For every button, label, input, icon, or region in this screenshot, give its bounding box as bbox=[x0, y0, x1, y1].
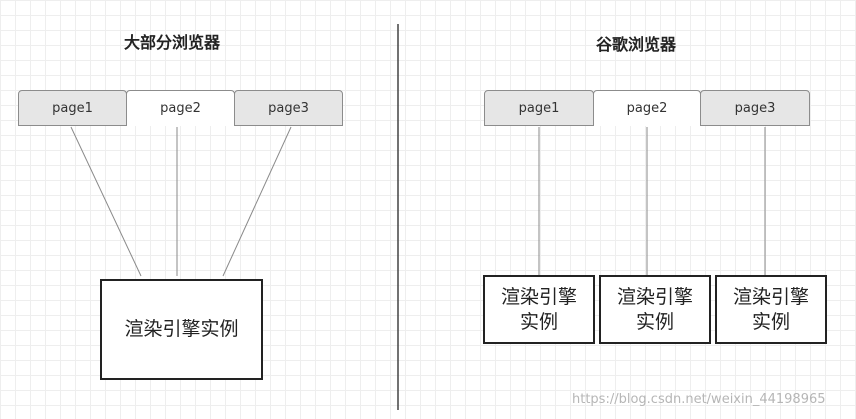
tab-label: page3 bbox=[268, 100, 309, 116]
tab-label: page3 bbox=[734, 100, 776, 116]
engine-label: 渲染引擎实例 bbox=[500, 285, 577, 333]
right-panel-title: 谷歌浏览器 bbox=[596, 35, 677, 54]
engine-label: 渲染引擎实例 bbox=[732, 285, 809, 333]
tab-label: page1 bbox=[518, 100, 560, 116]
left-tab-page3: page3 bbox=[234, 90, 343, 126]
right-tab-page2: page2 bbox=[593, 90, 701, 126]
tab-label: page1 bbox=[52, 100, 93, 116]
tab-label: page2 bbox=[626, 101, 668, 116]
engine-label: 渲染引擎实例 bbox=[124, 318, 239, 340]
right-render-engine-instance-1: 渲染引擎实例 bbox=[483, 275, 595, 344]
left-render-engine-instance: 渲染引擎实例 bbox=[100, 279, 263, 380]
connector-page1-to-engine bbox=[70, 126, 142, 277]
right-tab-page1: page1 bbox=[484, 90, 594, 126]
watermark-text: https://blog.csdn.net/weixin_44198965 bbox=[572, 392, 826, 407]
connector-page3-to-engine bbox=[222, 126, 292, 277]
engine-label: 渲染引擎实例 bbox=[616, 285, 693, 333]
tab-label: page2 bbox=[160, 101, 201, 116]
right-tab-page3: page3 bbox=[700, 90, 810, 126]
right-render-engine-instance-2: 渲染引擎实例 bbox=[599, 275, 711, 344]
left-tab-page1: page1 bbox=[18, 90, 127, 126]
left-tab-page2: page2 bbox=[126, 90, 235, 126]
right-render-engine-instance-3: 渲染引擎实例 bbox=[715, 275, 827, 344]
left-panel-title: 大部分浏览器 bbox=[124, 33, 221, 52]
